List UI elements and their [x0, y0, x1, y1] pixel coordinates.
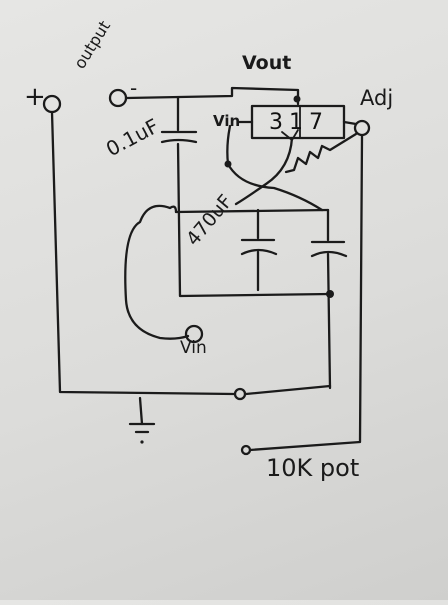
- vout-wire: [124, 86, 300, 106]
- output-minus-terminal: [108, 88, 128, 108]
- output-plus-terminal: [42, 94, 62, 114]
- ground-rail-right: [244, 384, 332, 396]
- pot-label: 10K pot: [266, 454, 360, 482]
- ground-rail-left: [50, 110, 236, 396]
- vin-pin-wire: [226, 124, 232, 166]
- vin-top-label: Vin: [213, 112, 241, 130]
- ground-node: [233, 387, 247, 401]
- adj-terminal: [353, 119, 371, 137]
- minus-label: -: [130, 76, 138, 100]
- vin-bottom-label: Vin: [180, 338, 207, 358]
- regulator-adj-pin: [342, 120, 358, 126]
- cap-small-ground-wire: [176, 142, 332, 298]
- vout-junction: [293, 95, 301, 103]
- vout-label: Vout: [242, 52, 292, 74]
- pot-wire: [248, 134, 364, 452]
- cap-bus-wire: [174, 208, 330, 214]
- ground-symbol-dot: [140, 440, 144, 444]
- ground-junction: [326, 290, 334, 298]
- cap-right-plate-bottom: [310, 250, 348, 258]
- arrow-mark: [281, 129, 299, 141]
- cap-small-plate-bottom: [160, 138, 198, 144]
- cap-right-wire-bottom: [326, 252, 332, 390]
- vin-loop-wire: [124, 204, 190, 340]
- cross-wire-a: [226, 162, 324, 212]
- resistor: [284, 132, 358, 174]
- pot-terminal: [240, 444, 252, 456]
- cross-wire-b: [234, 136, 294, 206]
- cap-big-plate-bottom: [240, 248, 278, 256]
- ground-symbol-stem: [138, 396, 144, 426]
- regulator-label: 317: [269, 109, 329, 135]
- vin-input-terminal: [184, 324, 204, 344]
- adj-label: Adj: [360, 86, 394, 110]
- plus-label: +: [24, 82, 46, 112]
